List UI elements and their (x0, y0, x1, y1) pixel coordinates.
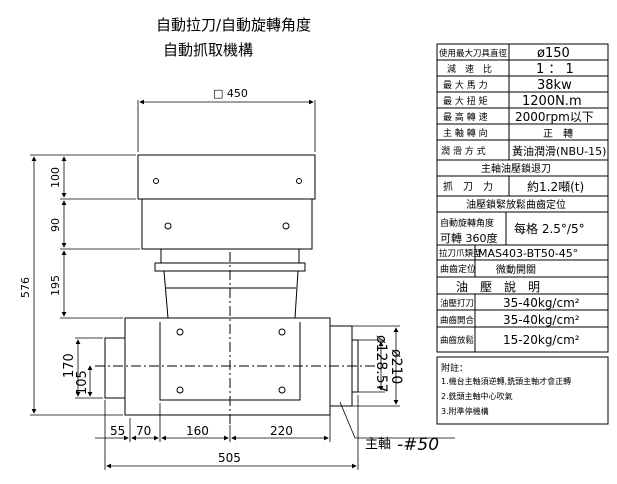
section-retract: 主軸油壓鎖退刀 (481, 162, 551, 175)
title-line-1: 自動拉刀/自動旋轉角度 (156, 16, 311, 34)
position-label: 曲齒定位 (440, 263, 476, 275)
bolt-hole (164, 222, 172, 230)
section-lock: 油壓鎖緊放鬆曲齒定位 (466, 198, 566, 211)
dimension-lines (30, 99, 455, 470)
dim-h-195: 195 (49, 275, 62, 296)
dim-width-top: □ 450 (213, 87, 248, 100)
pull-label: 拉刀爪類型 (439, 248, 482, 259)
note-item-1: 1.機台主軸須逆轉,銑頭主軸才會正轉 (441, 376, 571, 386)
grip-value: 約1.2噸(t) (527, 179, 584, 194)
row-label-power: 最 大 馬 力 (443, 79, 488, 91)
dim-h-90: 90 (49, 218, 62, 232)
row-value-ratio: 1 ： 1 (536, 62, 574, 77)
row-value-power: 38kw (537, 78, 572, 93)
dim-h-170: 170 (62, 353, 77, 378)
oil-label-2: 曲齒開合 (440, 315, 475, 326)
bolt-hole (282, 222, 290, 230)
bolt-hole (278, 328, 286, 336)
pull-value: MAS403-BT50-45° (478, 247, 578, 260)
bolt-hole (278, 386, 286, 394)
note-item-3: 3.附準停機構 (441, 406, 489, 416)
oil-label-1: 油壓打刀 (440, 298, 474, 309)
row-value-direction: 正 轉 (543, 127, 573, 140)
dim-w-220: 220 (270, 424, 293, 438)
bolt-hole (296, 178, 302, 184)
row-label-torque: 最 大 扭 矩 (443, 95, 488, 107)
title-line-2: 自動抓取機構 (163, 41, 253, 59)
middle-housing (141, 198, 313, 250)
dim-w-505: 505 (218, 451, 241, 465)
rotation-label-1: 自動旋轉角度 (440, 217, 494, 229)
dim-h-105: 105 (75, 370, 90, 395)
dim-w-160: 160 (186, 424, 209, 438)
row-value-max-tool: ø150 (537, 46, 570, 61)
row-label-max-tool: 使用最大刀具直徑 (439, 48, 508, 59)
row-value-lube: 黃油潤滑(NBU-15) (512, 144, 606, 158)
spindle-label: 主軸 (365, 437, 391, 452)
row-value-speed: 2000rpm以下 (515, 110, 594, 124)
dim-d-128: ø128.57 (373, 335, 389, 393)
dim-d-210: ø210 (388, 349, 404, 384)
row-label-ratio: 減 速 比 (447, 63, 492, 75)
dimension-labels: □ 450 100 90 195 576 170 105 ø128.57 ø21… (19, 87, 439, 465)
oil-title: 油 壓 說 明 (456, 279, 540, 294)
notes-title: 附註： (441, 362, 468, 374)
rotation-label-2: 可轉 360度 (440, 231, 498, 245)
bolt-hole (153, 178, 159, 184)
neck (163, 270, 299, 319)
spec-table (436, 43, 609, 425)
left-spindle-nose (104, 337, 126, 399)
row-value-torque: 1200N.m (522, 94, 582, 109)
top-housing (137, 154, 316, 200)
oil-label-3: 曲齒放鬆 (440, 335, 475, 346)
grip-label: 抓 刀 力 (443, 180, 493, 193)
row-label-lube: 潤 滑 方 式 (441, 145, 486, 157)
row-label-speed: 最 高 轉 速 (443, 111, 488, 123)
dim-h-576: 576 (19, 277, 32, 298)
oil-value-3: 15-20kg/cm² (503, 333, 580, 347)
dim-h-100: 100 (49, 167, 62, 188)
row-label-direction: 主 軸 轉 向 (443, 127, 488, 139)
oil-value-1: 35-40kg/cm² (503, 296, 580, 310)
dim-w-70: 70 (136, 424, 151, 438)
rotation-value: 每格 2.5°/5° (514, 221, 585, 236)
dim-w-55: 55 (110, 424, 125, 438)
bolt-hole (176, 328, 184, 336)
position-value: 微動開關 (496, 263, 536, 276)
bolt-hole (176, 386, 184, 394)
note-item-2: 2.銑頭主軸中心吹氣 (441, 391, 513, 401)
oil-value-2: 35-40kg/cm² (503, 313, 580, 327)
spindle-model: -#50 (397, 435, 439, 455)
spec-table-text: 使用最大刀具直徑 ø150 減 速 比 1 ： 1 最 大 馬 力 38kw 最… (439, 46, 606, 416)
head-drawing (95, 154, 375, 425)
